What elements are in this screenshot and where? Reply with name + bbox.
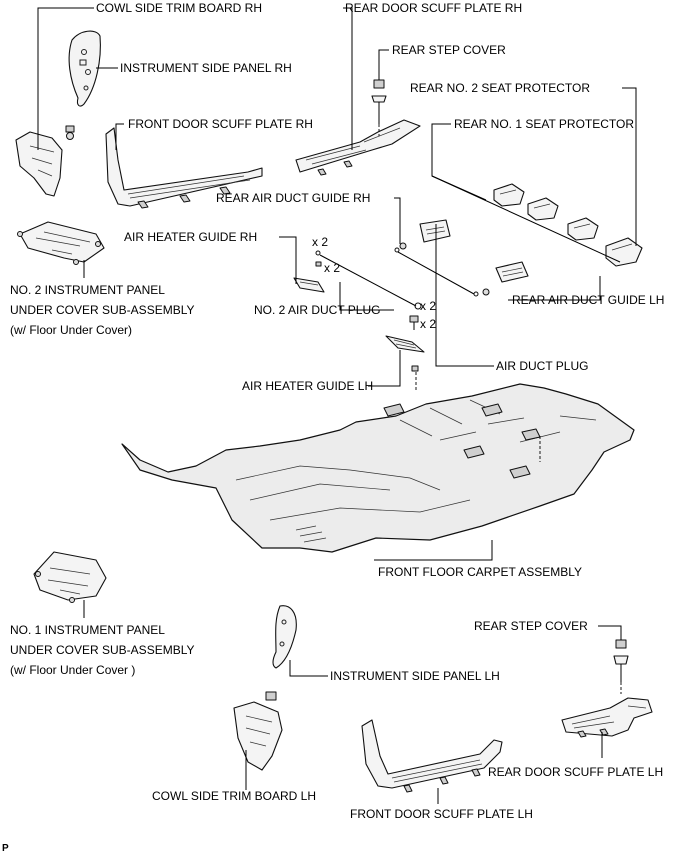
label-rear-step-cover-bottom: REAR STEP COVER [474, 619, 588, 633]
label-rear-air-duct-guide-rh: REAR AIR DUCT GUIDE RH [216, 191, 370, 205]
label-front-door-scuff-plate-lh: FRONT DOOR SCUFF PLATE LH [350, 807, 533, 821]
label-air-heater-guide-lh: AIR HEATER GUIDE LH [242, 379, 373, 393]
quantity-x2-4: x 2 [420, 317, 436, 331]
label-air-heater-guide-rh: AIR HEATER GUIDE RH [124, 230, 257, 244]
rear-seat-protectors-part [493, 183, 643, 267]
label-rear-no1-seat-protector: REAR NO. 1 SEAT PROTECTOR [454, 117, 634, 131]
quantity-x2-3: x 2 [420, 299, 436, 313]
front-door-scuff-plate-rh-part [105, 127, 263, 209]
front-floor-carpet-part [121, 372, 635, 553]
label-cowl-side-trim-board-rh: COWL SIDE TRIM BOARD RH [96, 1, 262, 15]
no2-under-cover-part [17, 221, 105, 265]
corner-mark: P [2, 843, 9, 854]
cowl-side-trim-board-lh-part [233, 691, 283, 771]
label-no1-under-cover-line1: NO. 1 INSTRUMENT PANEL [10, 623, 165, 637]
front-door-scuff-plate-lh-part [361, 719, 503, 793]
label-rear-no2-seat-protector: REAR NO. 2 SEAT PROTECTOR [410, 81, 590, 95]
label-front-door-scuff-plate-rh: FRONT DOOR SCUFF PLATE RH [128, 117, 313, 131]
rear-step-cover-bottom-part [613, 639, 629, 694]
label-no2-under-cover-line1: NO. 2 INSTRUMENT PANEL [10, 283, 165, 297]
label-no2-under-cover-line3: (w/ Floor Under Cover) [10, 323, 132, 337]
air-heater-guide-rh-part [293, 250, 422, 330]
labels: COWL SIDE TRIM BOARD RH INSTRUMENT SIDE … [2, 1, 664, 854]
label-rear-door-scuff-plate-rh: REAR DOOR SCUFF PLATE RH [345, 1, 522, 15]
rear-step-cover-top-part [371, 79, 387, 136]
label-no1-under-cover-line3: (w/ Floor Under Cover ) [10, 663, 135, 677]
label-rear-step-cover-top: REAR STEP COVER [392, 43, 506, 57]
label-air-duct-plug: AIR DUCT PLUG [496, 359, 588, 373]
label-no2-air-duct-plug: NO. 2 AIR DUCT PLUG [254, 303, 380, 317]
label-cowl-side-trim-board-lh: COWL SIDE TRIM BOARD LH [152, 789, 316, 803]
rear-door-scuff-plate-lh-part [561, 697, 653, 738]
label-rear-door-scuff-plate-lh: REAR DOOR SCUFF PLATE LH [488, 765, 663, 779]
label-instrument-side-panel-lh: INSTRUMENT SIDE PANEL LH [330, 669, 500, 683]
no1-under-cover-part [33, 551, 107, 603]
label-no2-under-cover-line2: UNDER COVER SUB-ASSEMBLY [10, 303, 194, 317]
instrument-side-panel-rh-part [68, 30, 101, 107]
leader-lines [37, 7, 637, 804]
rear-door-scuff-plate-rh-part [295, 119, 421, 176]
cowl-side-trim-board-rh-part [15, 125, 75, 197]
quantity-x2-1: x 2 [312, 235, 328, 249]
rear-air-duct-guide-lh-part [473, 261, 529, 297]
label-no1-under-cover-line2: UNDER COVER SUB-ASSEMBLY [10, 643, 194, 657]
rear-air-duct-guide-rh-part [394, 219, 451, 253]
label-front-floor-carpet-assembly: FRONT FLOOR CARPET ASSEMBLY [378, 565, 582, 579]
air-heater-guide-lh-part [385, 335, 425, 372]
label-rear-air-duct-guide-lh: REAR AIR DUCT GUIDE LH [512, 293, 664, 307]
quantity-x2-2: x 2 [324, 261, 340, 275]
label-instrument-side-panel-rh: INSTRUMENT SIDE PANEL RH [120, 61, 292, 75]
instrument-side-panel-lh-part [272, 605, 297, 669]
